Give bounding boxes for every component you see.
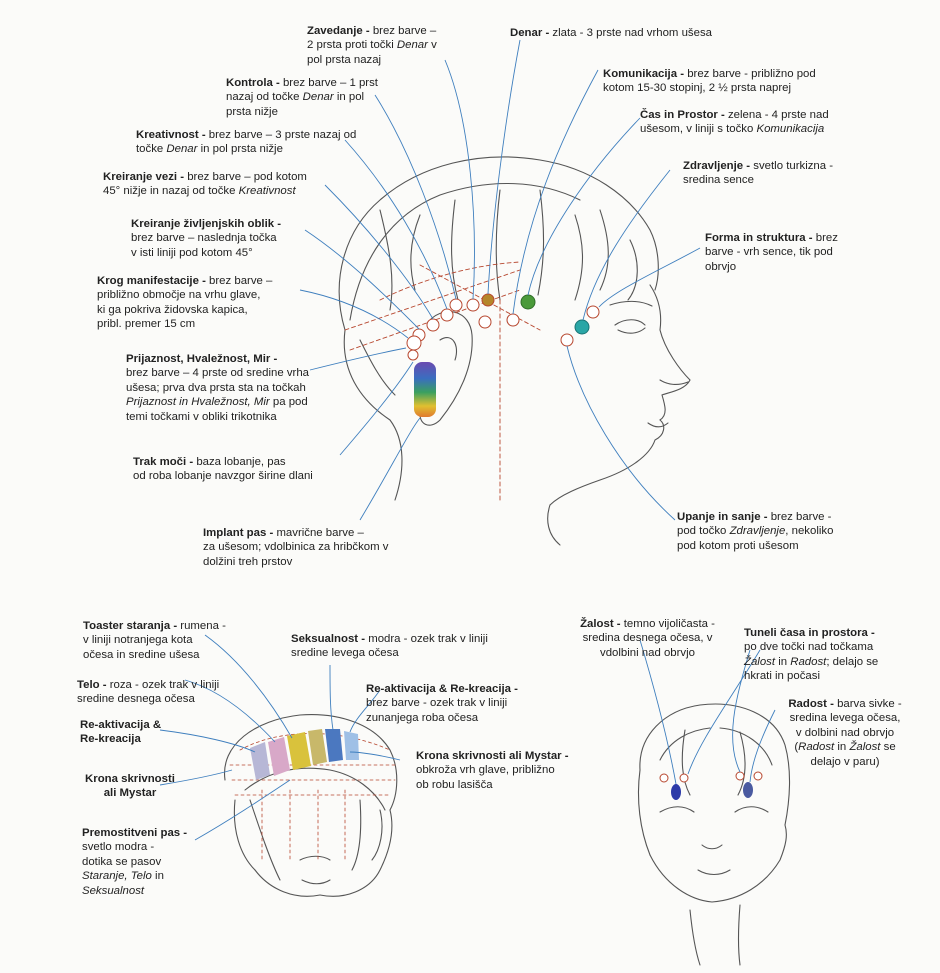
band-reaktivacija bbox=[250, 742, 270, 780]
label-toaster: Toaster staranja - rumena - v liniji not… bbox=[83, 620, 226, 661]
point-zdravljenje bbox=[574, 319, 590, 335]
point-kontrola bbox=[449, 298, 463, 312]
label-telo: Telo - roza - ozek trak v liniji sredine… bbox=[77, 679, 220, 706]
point-forma bbox=[586, 305, 600, 319]
point-tunel-2 bbox=[679, 773, 689, 783]
label-upanje-sanje: Upanje in sanje - brez barve - pod točko… bbox=[677, 511, 834, 552]
label-radost: Radost - barva sivke - sredina levega oč… bbox=[788, 698, 902, 768]
label-krog-manifestacije: Krog manifestacije - brez barve – pribli… bbox=[97, 275, 273, 331]
point-extra bbox=[478, 315, 492, 329]
profile-guide-lines bbox=[344, 261, 541, 501]
label-reaktivacija-left: Re-aktivacija & Re-kreacija bbox=[80, 719, 162, 746]
label-cas-prostor: Čas in Prostor - zelena - 4 prste nad uš… bbox=[640, 109, 829, 136]
label-kreiranje-oblik: Kreiranje življenjskih oblik - brez barv… bbox=[131, 218, 282, 259]
band-premostitveni bbox=[344, 731, 359, 760]
label-trak-moci: Trak moči - baza lobanje, pas od roba lo… bbox=[133, 456, 313, 483]
point-komunikacija bbox=[506, 313, 520, 327]
band-seksualnost bbox=[325, 729, 343, 762]
label-krona-right: Krona skrivnosti ali Mystar - obkroža vr… bbox=[416, 750, 569, 791]
point-zalost bbox=[671, 784, 681, 800]
point-kreativnost bbox=[440, 308, 454, 322]
point-mir bbox=[407, 349, 419, 361]
label-premostitveni: Premostitveni pas - svetlo modra - dotik… bbox=[82, 827, 188, 897]
point-upanje bbox=[560, 333, 574, 347]
label-reaktivacija-right: Re-aktivacija & Re-kreacija - brez barve… bbox=[366, 683, 518, 724]
marks bbox=[250, 293, 763, 800]
point-kreiranje-vezi bbox=[426, 318, 440, 332]
profile-head-sketch bbox=[338, 156, 691, 546]
point-denar bbox=[481, 293, 495, 307]
label-tuneli: Tuneli časa in prostora - po dve točki n… bbox=[744, 627, 879, 683]
label-zavedanje: Zavedanje - brez barve – 2 prsta proti t… bbox=[307, 25, 437, 66]
label-zdravljenje: Zdravljenje - svetlo turkizna - sredina … bbox=[683, 160, 834, 187]
point-tunel-4 bbox=[753, 771, 763, 781]
label-forma-struktura: Forma in struktura - brez barve - vrh se… bbox=[705, 232, 838, 273]
threequarter-head-sketch bbox=[224, 714, 398, 897]
label-seksualnost: Seksualnost - modra - ozek trak v liniji… bbox=[291, 633, 488, 660]
label-denar: Denar - zlata - 3 prste nad vrhom ušesa bbox=[510, 27, 712, 39]
label-krona-left: Krona skrivnosti ali Mystar bbox=[85, 773, 175, 800]
point-radost bbox=[743, 782, 753, 798]
point-tunel-3 bbox=[735, 771, 745, 781]
point-cas-prostor bbox=[520, 294, 536, 310]
label-prijaznost: Prijaznost, Hvaležnost, Mir - brez barve… bbox=[126, 353, 309, 423]
band-toaster bbox=[287, 732, 311, 770]
label-kontrola: Kontrola - brez barve – 1 prst nazaj od … bbox=[226, 77, 378, 118]
label-implant-pas: Implant pas - mavrične barve – za ušesom… bbox=[203, 527, 389, 568]
point-prijaznost bbox=[406, 335, 422, 351]
band-telo bbox=[268, 737, 290, 776]
label-kreativnost: Kreativnost - brez barve – 3 prste nazaj… bbox=[136, 129, 357, 156]
leader-lines bbox=[159, 39, 776, 841]
label-komunikacija: Komunikacija - brez barve - približno po… bbox=[603, 68, 816, 95]
front-head-sketch bbox=[637, 703, 791, 966]
point-zavedanje bbox=[466, 298, 480, 312]
band-toaster-2 bbox=[308, 729, 327, 765]
label-zalost: Žalost - temno vijoličasta - sredina des… bbox=[580, 618, 715, 659]
label-kreiranje-vezi: Kreiranje vezi - brez barve – pod kotom … bbox=[103, 171, 307, 198]
implant-band bbox=[414, 362, 436, 417]
point-tunel-1 bbox=[659, 773, 669, 783]
